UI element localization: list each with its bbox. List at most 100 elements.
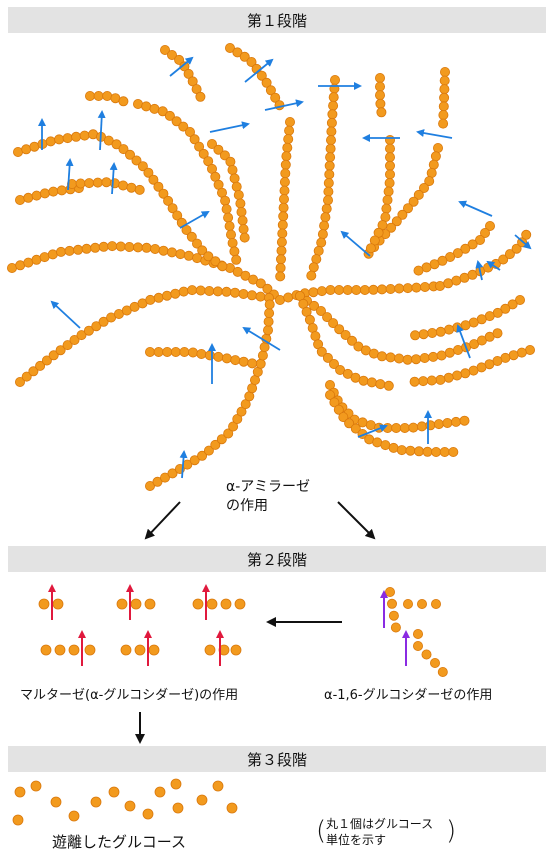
glucose-unit [23,192,34,203]
glucose-unit [124,800,136,812]
glucose-unit [351,284,362,295]
glucose-unit [270,92,281,103]
glucose-unit [326,117,337,128]
glucose-unit [195,285,206,296]
glucose-unit [7,262,17,273]
glucose-unit [118,180,129,191]
glucose-unit [116,598,128,610]
glucose-unit [327,109,338,120]
glucose-unit [255,278,266,289]
amylase-label-line1: α-アミラーゼ [226,479,310,495]
glucose-unit [178,286,189,297]
stage-3-header: 第３段階 [8,746,546,772]
glucose-unit [386,598,397,609]
glucose-unit [350,423,361,434]
glucose-unit [408,196,419,207]
glucose-unit [321,203,332,214]
glucose-unit [216,434,227,445]
glucose-unit [54,644,66,656]
glucose-unit [275,271,286,282]
glucose-unit [134,184,145,195]
glucose-unit [358,375,369,386]
glucose-unit [224,43,235,54]
glucose-unit [375,379,386,390]
glucose-unit [516,347,527,358]
glucose-unit [391,422,402,433]
glucose-unit [274,294,285,305]
glucose-unit [79,130,90,141]
glucose-unit [145,294,156,305]
blue-cleavage-arrow [97,110,106,151]
glucose-unit [175,249,186,260]
glucose-unit [90,242,101,253]
glucose-unit [431,446,442,457]
glucose-unit [232,413,243,424]
glucose-unit [90,796,102,808]
glucose-unit [322,312,333,323]
glucose-unit [38,598,50,610]
glucose-unit [98,316,109,327]
glucose-unit [246,290,257,301]
glucose-unit [183,250,194,261]
glucose-unit [212,780,224,792]
glucose-unit [280,159,291,170]
glucose-unit [107,241,118,252]
glucose-unit [418,329,429,340]
glucose-unit [167,468,178,479]
blue-cleavage-arrow [456,324,471,359]
glucose-unit [68,644,80,656]
glucose-unit [194,141,205,152]
glucose-unit [149,103,160,114]
glucose-unit [109,178,120,189]
glucose-unit [402,203,413,214]
glucose-unit [230,644,242,656]
glucose-unit [283,134,294,145]
glucose-unit [41,355,52,366]
glucose-unit [325,143,336,154]
glucose-unit [196,348,207,359]
glucose-unit [443,372,454,383]
glucose-unit [333,404,344,415]
blue-cleavage-arrow [242,326,281,351]
glucose-unit [233,189,244,200]
glucose-unit [374,90,385,101]
glucose-unit [328,92,339,103]
glucose-unit [85,91,96,102]
glucose-unit [166,50,177,61]
glucose-unit [277,219,288,230]
glucose-unit [14,786,26,798]
glucose-unit [410,330,421,341]
glucose-unit [278,194,289,205]
glucose-unit [234,598,246,610]
glucose-unit [365,243,376,254]
glucose-unit [278,202,289,213]
glucose-unit [448,446,459,457]
flow-arrow-left [144,501,181,540]
glucose-unit [365,420,376,431]
glucose-unit [460,368,471,379]
glucose-unit [198,148,209,159]
glucose-unit [120,644,132,656]
glucose-unit [213,144,224,155]
glucose-unit [276,245,287,256]
glucose-unit [158,245,169,256]
glucose-unit [435,374,446,385]
glucose-unit [278,211,289,222]
glucose-unit [75,178,86,189]
amylase-label-line2: の作用 [226,498,268,514]
glucose-unit [48,186,59,197]
glucose-unit [153,181,164,192]
glucose-unit [197,245,208,256]
glucose-unit [126,182,137,193]
glucose-unit [217,261,228,272]
glucose-unit [179,346,190,357]
blue-cleavage-arrow [264,99,304,111]
glucose-unit [236,206,247,217]
glucose-unit [460,243,471,254]
glucose-unit [14,376,25,387]
glucose-unit [76,330,87,341]
glucose-unit [508,350,519,361]
glucose-unit [474,234,485,245]
glucose-unit [411,282,422,293]
glucose-unit [64,245,75,256]
